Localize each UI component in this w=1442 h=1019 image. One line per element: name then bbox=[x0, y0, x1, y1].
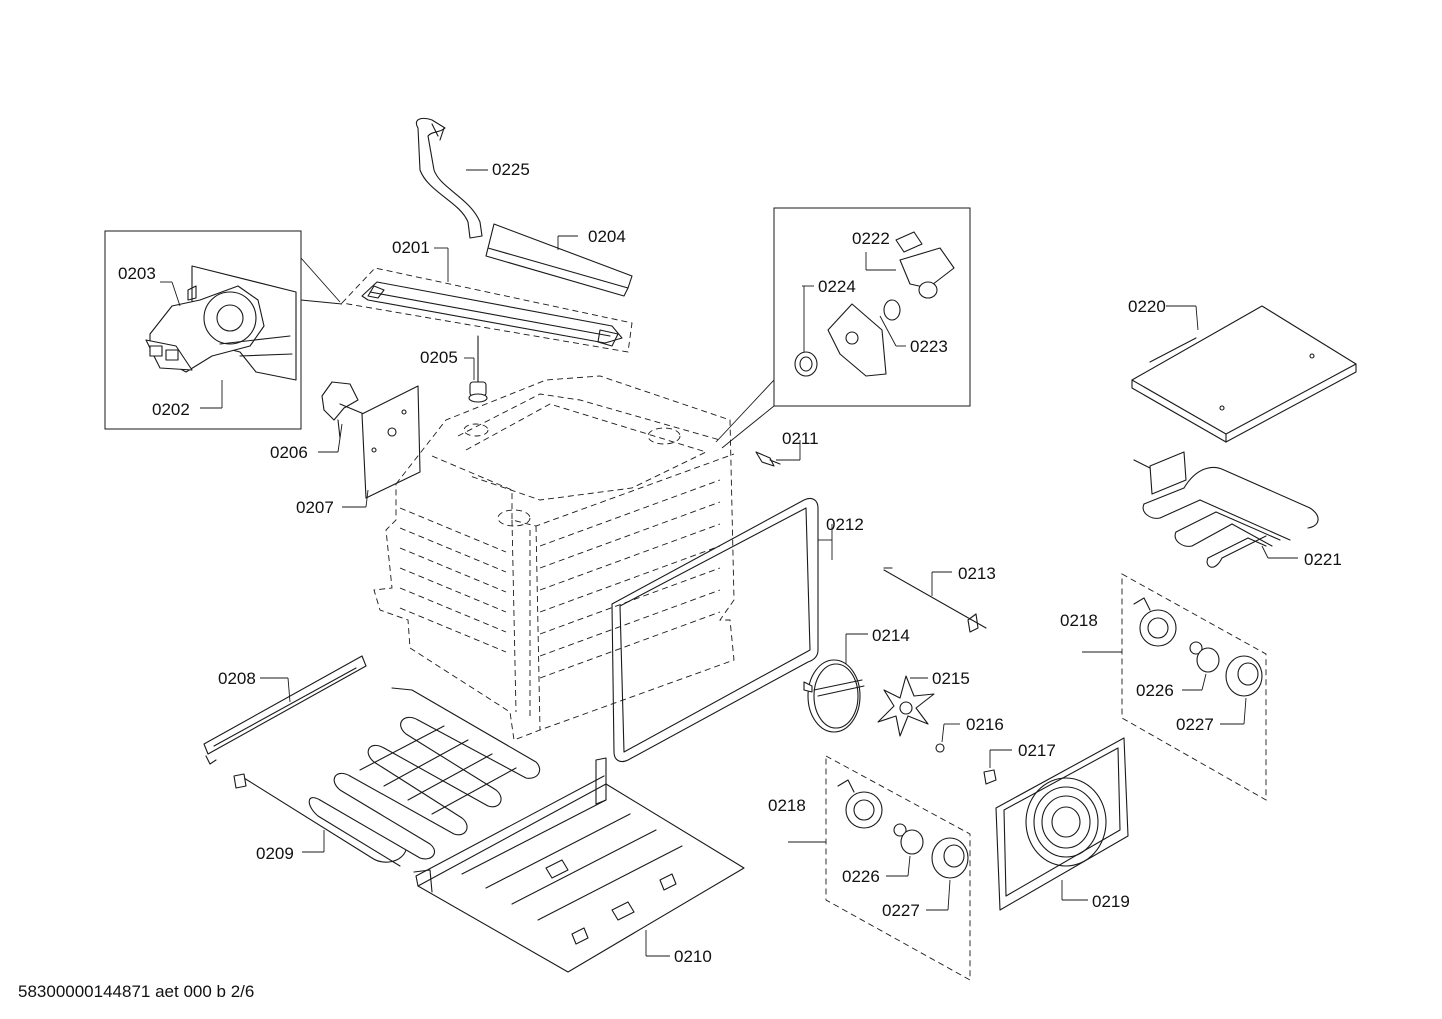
label-0204[interactable]: 0204 bbox=[588, 227, 626, 246]
part-0204-cover[interactable] bbox=[485, 223, 633, 297]
detail-frame-right bbox=[715, 207, 971, 449]
part-0209-lower-heater[interactable] bbox=[233, 687, 541, 867]
part-0224-lamp-holder[interactable] bbox=[794, 285, 887, 377]
part-0219-back-panel[interactable] bbox=[995, 737, 1129, 911]
label-0214[interactable]: 0214 bbox=[872, 626, 910, 645]
label-0211[interactable]: 0211 bbox=[782, 429, 819, 448]
label-0208[interactable]: 0208 bbox=[218, 669, 256, 688]
part-0225-hose[interactable] bbox=[415, 117, 488, 239]
label-0203[interactable]: 0203 bbox=[118, 264, 156, 283]
label-0207[interactable]: 0207 bbox=[296, 498, 334, 517]
part-0214-ring-element[interactable] bbox=[803, 633, 868, 733]
label-0224[interactable]: 0224 bbox=[818, 277, 856, 296]
label-0206[interactable]: 0206 bbox=[270, 443, 308, 462]
part-0207-plate[interactable] bbox=[342, 385, 421, 508]
part-0223-seal-ring[interactable] bbox=[879, 299, 906, 347]
part-0210-bottom-pan[interactable] bbox=[413, 757, 745, 973]
label-0225[interactable]: 0225 bbox=[492, 160, 530, 179]
part-0222-lamp-housing[interactable] bbox=[865, 231, 955, 299]
part-0213-rod[interactable] bbox=[883, 567, 987, 633]
label-0226-lower[interactable]: 0226 bbox=[842, 867, 880, 886]
label-0220[interactable]: 0220 bbox=[1128, 297, 1166, 316]
label-0226-upper[interactable]: 0226 bbox=[1136, 681, 1174, 700]
label-0223[interactable]: 0223 bbox=[910, 337, 948, 356]
label-0201[interactable]: 0201 bbox=[392, 238, 430, 257]
label-0209[interactable]: 0209 bbox=[256, 844, 294, 863]
part-0217-clip[interactable] bbox=[983, 749, 1012, 785]
part-0216-nut[interactable] bbox=[935, 723, 960, 753]
label-0221[interactable]: 0221 bbox=[1304, 550, 1342, 569]
label-0227-lower[interactable]: 0227 bbox=[882, 901, 920, 920]
label-0217[interactable]: 0217 bbox=[1018, 741, 1056, 760]
part-0221-top-heater[interactable] bbox=[1133, 451, 1319, 568]
part-0202-0203-fan-motor[interactable] bbox=[145, 265, 297, 409]
oven-cavity bbox=[373, 375, 735, 741]
label-0210[interactable]: 0210 bbox=[674, 947, 712, 966]
label-0213[interactable]: 0213 bbox=[958, 564, 996, 583]
part-0208-side-rail[interactable] bbox=[203, 655, 367, 765]
label-0218-lower[interactable]: 0218 bbox=[768, 796, 806, 815]
detail-frame-left bbox=[104, 230, 343, 430]
part-0201-rail[interactable] bbox=[341, 247, 633, 353]
part-labels: 0225 0201 0204 0203 0202 0205 0206 0207 … bbox=[118, 160, 1342, 966]
part-0212-door-seal[interactable] bbox=[611, 497, 833, 763]
label-0205[interactable]: 0205 bbox=[420, 348, 458, 367]
part-0218-lamp-group-lower[interactable] bbox=[788, 755, 971, 981]
label-0215[interactable]: 0215 bbox=[932, 669, 970, 688]
label-0219[interactable]: 0219 bbox=[1092, 892, 1130, 911]
label-0222[interactable]: 0222 bbox=[852, 229, 890, 248]
part-0206-bracket[interactable] bbox=[318, 381, 365, 453]
label-0216[interactable]: 0216 bbox=[966, 715, 1004, 734]
part-0205-connector[interactable] bbox=[464, 335, 488, 403]
document-code: 58300000144871 aet 000 b 2/6 bbox=[18, 982, 255, 1001]
part-0215-fan-blade[interactable] bbox=[877, 675, 935, 737]
label-0227-upper[interactable]: 0227 bbox=[1176, 715, 1214, 734]
label-0212[interactable]: 0212 bbox=[826, 515, 864, 534]
label-0202[interactable]: 0202 bbox=[152, 400, 190, 419]
part-0211-sensor[interactable] bbox=[755, 440, 801, 467]
part-0218-lamp-group-upper[interactable] bbox=[1082, 573, 1267, 801]
part-0220-grill-plate[interactable] bbox=[1131, 305, 1357, 443]
label-0218-upper[interactable]: 0218 bbox=[1060, 611, 1098, 630]
